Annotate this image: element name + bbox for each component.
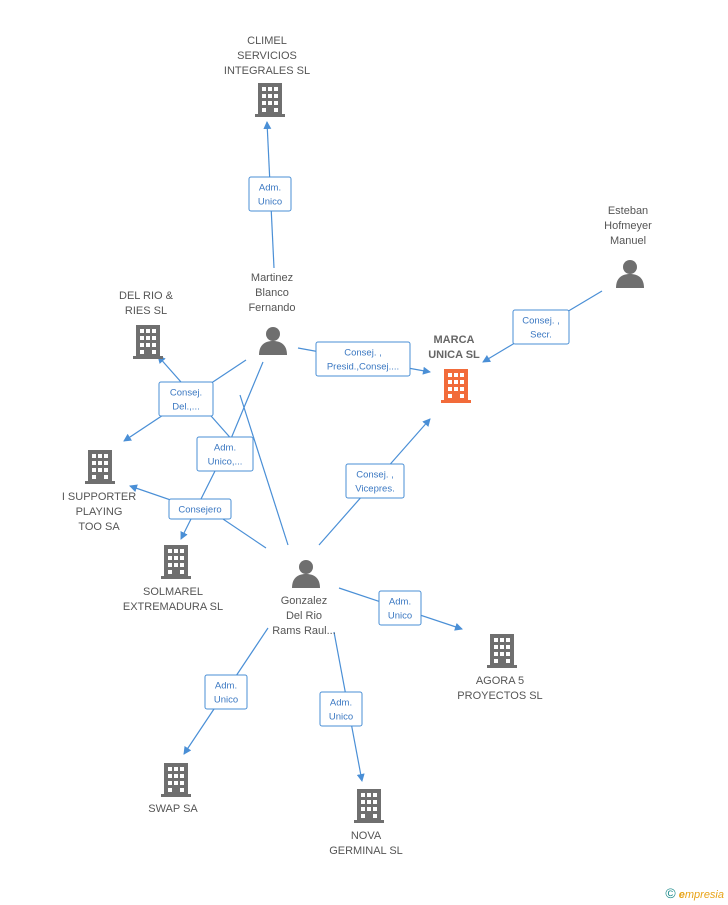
edge-label-gonzalez-to-delrio[interactable]: Adm. Unico,... [196, 436, 254, 472]
edge-label-text: Consej. , [356, 470, 394, 481]
edge-label-text: Consej. , [344, 348, 382, 359]
building-icon [161, 763, 191, 797]
edge-label-text: Adm. [330, 698, 352, 709]
brand-name: mpresia [684, 889, 724, 901]
edge-label-box [204, 674, 248, 710]
node-label: DEL RIO & [119, 290, 174, 302]
building-icon [133, 325, 163, 359]
brand-watermark: ©empresia [665, 885, 724, 901]
edge-label-text: Del.,... [172, 402, 199, 413]
edge-label-text: Vicepres. [355, 484, 394, 495]
edge-label-box [315, 341, 411, 377]
copyright-symbol: © [665, 885, 676, 901]
edge-label-text: Unico [388, 611, 412, 622]
edge-label-martinez-to-isupporter[interactable]: Consej. Del.,... [158, 381, 214, 417]
node-climel[interactable]: CLIMEL SERVICIOS INTEGRALES SL [224, 35, 310, 117]
brand-initial: e [678, 889, 685, 901]
edge-label-box [378, 590, 422, 626]
node-nova[interactable]: NOVA GERMINAL SL [329, 789, 403, 857]
node-label: EXTREMADURA SL [123, 601, 223, 613]
building-icon [354, 789, 384, 823]
building-icon [487, 634, 517, 668]
edge-label-esteban-to-marca[interactable]: Consej. , Secr. [512, 309, 570, 345]
node-label: Gonzalez [281, 595, 327, 607]
node-label: SWAP SA [148, 803, 198, 815]
edge-label-martinez-to-climel[interactable]: Adm. Unico [248, 176, 292, 212]
person-icon [292, 560, 320, 588]
edge-label-martinez-to-marca[interactable]: Consej. , Presid.,Consej.... [315, 341, 411, 377]
edge-label-gonzalez-to-swap[interactable]: Adm. Unico [204, 674, 248, 710]
node-label: SOLMAREL [143, 586, 203, 598]
edge-label-text: Presid.,Consej.... [327, 362, 399, 373]
node-label: INTEGRALES SL [224, 65, 310, 77]
edge-label-box [196, 436, 254, 472]
edge-label-box [168, 498, 232, 520]
edge-label-box [248, 176, 292, 212]
edge-label-text: Adm. [214, 443, 236, 454]
edge-label-gonzalez-to-agora[interactable]: Adm. Unico [378, 590, 422, 626]
building-icon [85, 450, 115, 484]
edge-label-text: Unico,... [208, 457, 243, 468]
node-swap[interactable]: SWAP SA [148, 763, 198, 815]
node-label: Martinez [251, 272, 293, 284]
person-icon [616, 260, 644, 288]
edge-label-text: Unico [329, 712, 353, 723]
edge-label-text: Unico [214, 695, 238, 706]
node-label: RIES SL [125, 305, 167, 317]
edge-label-box [158, 381, 214, 417]
node-label: GERMINAL SL [329, 845, 403, 857]
node-label: NOVA [351, 830, 382, 842]
node-label: Fernando [248, 302, 295, 314]
node-label: AGORA 5 [476, 675, 524, 687]
node-agora[interactable]: AGORA 5 PROYECTOS SL [457, 634, 543, 702]
node-label: Rams Raul... [272, 625, 336, 637]
node-delrio[interactable]: DEL RIO & RIES SL [119, 290, 174, 359]
edge-label-text: Adm. [389, 597, 411, 608]
node-marca[interactable]: MARCA UNICA SL [428, 334, 480, 403]
node-label: Manuel [610, 235, 646, 247]
edges-layer [123, 121, 603, 782]
node-label: Esteban [608, 205, 648, 217]
edge-label-text: Consejero [178, 505, 221, 516]
edge-label-text: Consej. , [522, 316, 560, 327]
person-icon [259, 327, 287, 355]
building-icon [161, 545, 191, 579]
edge-label-text: Adm. [215, 681, 237, 692]
edge-label-gonzalez-to-nova[interactable]: Adm. Unico [319, 691, 363, 727]
building-icon [255, 83, 285, 117]
edge-label-text: Adm. [259, 183, 281, 194]
edge-label-text: Unico [258, 197, 282, 208]
node-label: Del Rio [286, 610, 322, 622]
edge-label-box [512, 309, 570, 345]
node-label: CLIMEL [247, 35, 287, 47]
edge-label-text: Secr. [530, 330, 552, 341]
node-isupporter[interactable]: I SUPPORTER PLAYING TOO SA [62, 450, 136, 533]
nodes-layer: CLIMEL SERVICIOS INTEGRALES SL MartinezBlan… [62, 35, 652, 857]
node-label: Hofmeyer [604, 220, 652, 232]
edge-label-box [319, 691, 363, 727]
node-label: PROYECTOS SL [457, 690, 542, 702]
node-label: MARCA [434, 334, 475, 346]
node-label: TOO SA [78, 521, 120, 533]
edge-label-text: Consej. [170, 388, 202, 399]
edge-label-gonzalez-to-isupporter[interactable]: Consejero [168, 498, 232, 520]
node-solmarel[interactable]: SOLMAREL EXTREMADURA SL [123, 545, 223, 613]
node-label: SERVICIOS [237, 50, 297, 62]
edge-line-connector [239, 394, 289, 546]
edge-label-box [345, 463, 405, 499]
edge-label-gonzalez-to-marca[interactable]: Consej. , Vicepres. [345, 463, 405, 499]
node-label: UNICA SL [428, 349, 480, 361]
node-label: PLAYING [76, 506, 123, 518]
node-label: I SUPPORTER [62, 491, 136, 503]
node-label: Blanco [255, 287, 289, 299]
building-icon [441, 369, 471, 403]
